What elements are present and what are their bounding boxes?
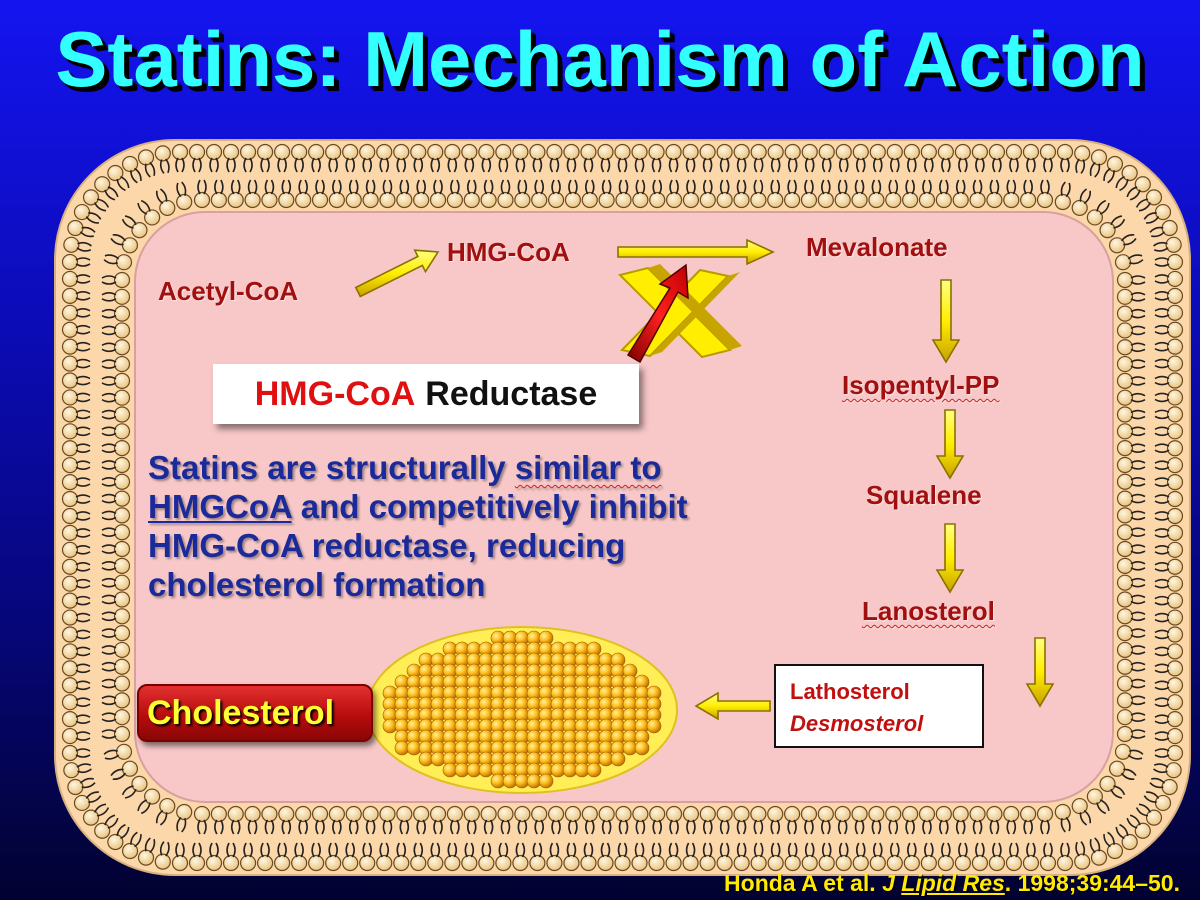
enzyme-name-part2: Reductase (425, 374, 598, 413)
label-lathosterol: Lathosterol (790, 679, 910, 704)
inhibition-arrow-icon (626, 263, 689, 364)
label-desmosterol: Desmosterol (790, 711, 924, 736)
arrow-lanosterol-to-lathosterol (1025, 637, 1055, 708)
enzyme-label-box: HMG-CoA Reductase (213, 364, 639, 424)
cell-interior (134, 211, 1114, 803)
description-text-3: HMGCoA (148, 488, 292, 525)
block-x-icon (618, 264, 742, 359)
label-acetyl-coa: Acetyl-CoA (158, 276, 299, 306)
arrow-mevalonate-to-isopentyl (931, 279, 961, 364)
description-text-4: and competitively inhibit HMG-CoA reduct… (148, 488, 688, 603)
citation-journal-1: J (882, 870, 895, 896)
cholesterol-label: Cholesterol (137, 684, 373, 742)
mechanism-description: Statins are structurally similar to HMGCo… (148, 448, 768, 604)
pathway-arrow-icon (354, 238, 1055, 721)
page-title: Statins: Mechanism of Action (55, 15, 1145, 103)
description-text-1: Statins are structurally (148, 449, 515, 486)
description-text-2: similar to (514, 449, 662, 486)
arrow-isopentyl-to-squalene (935, 409, 965, 480)
citation-authors: Honda A et al. (724, 870, 883, 896)
arrow-squalene-to-lanosterol (935, 523, 965, 594)
label-lanosterol: Lanosterol (862, 596, 995, 626)
citation-details: . 1998;39:44–50. (1004, 870, 1180, 896)
sterol-intermediates-box: Lathosterol Desmosterol (774, 664, 984, 748)
enzyme-name-part1: HMG-CoA (254, 374, 416, 413)
citation-journal-2: Lipid Res (901, 870, 1005, 896)
arrow-sterols-to-cholesterol (694, 691, 771, 721)
arrow-hmg-to-mevalonate (617, 238, 775, 266)
citation: Honda A et al. J Lipid Res. 1998;39:44–5… (724, 870, 1180, 897)
label-squalene: Squalene (866, 480, 982, 510)
lipid-droplet-icon (366, 626, 678, 794)
label-mevalonate: Mevalonate (806, 232, 948, 262)
label-isopentyl-pp: Isopentyl-PP (842, 370, 1000, 400)
arrow-acetyl-to-hmg (354, 249, 440, 298)
label-hmg-coa: HMG-CoA (447, 237, 570, 267)
